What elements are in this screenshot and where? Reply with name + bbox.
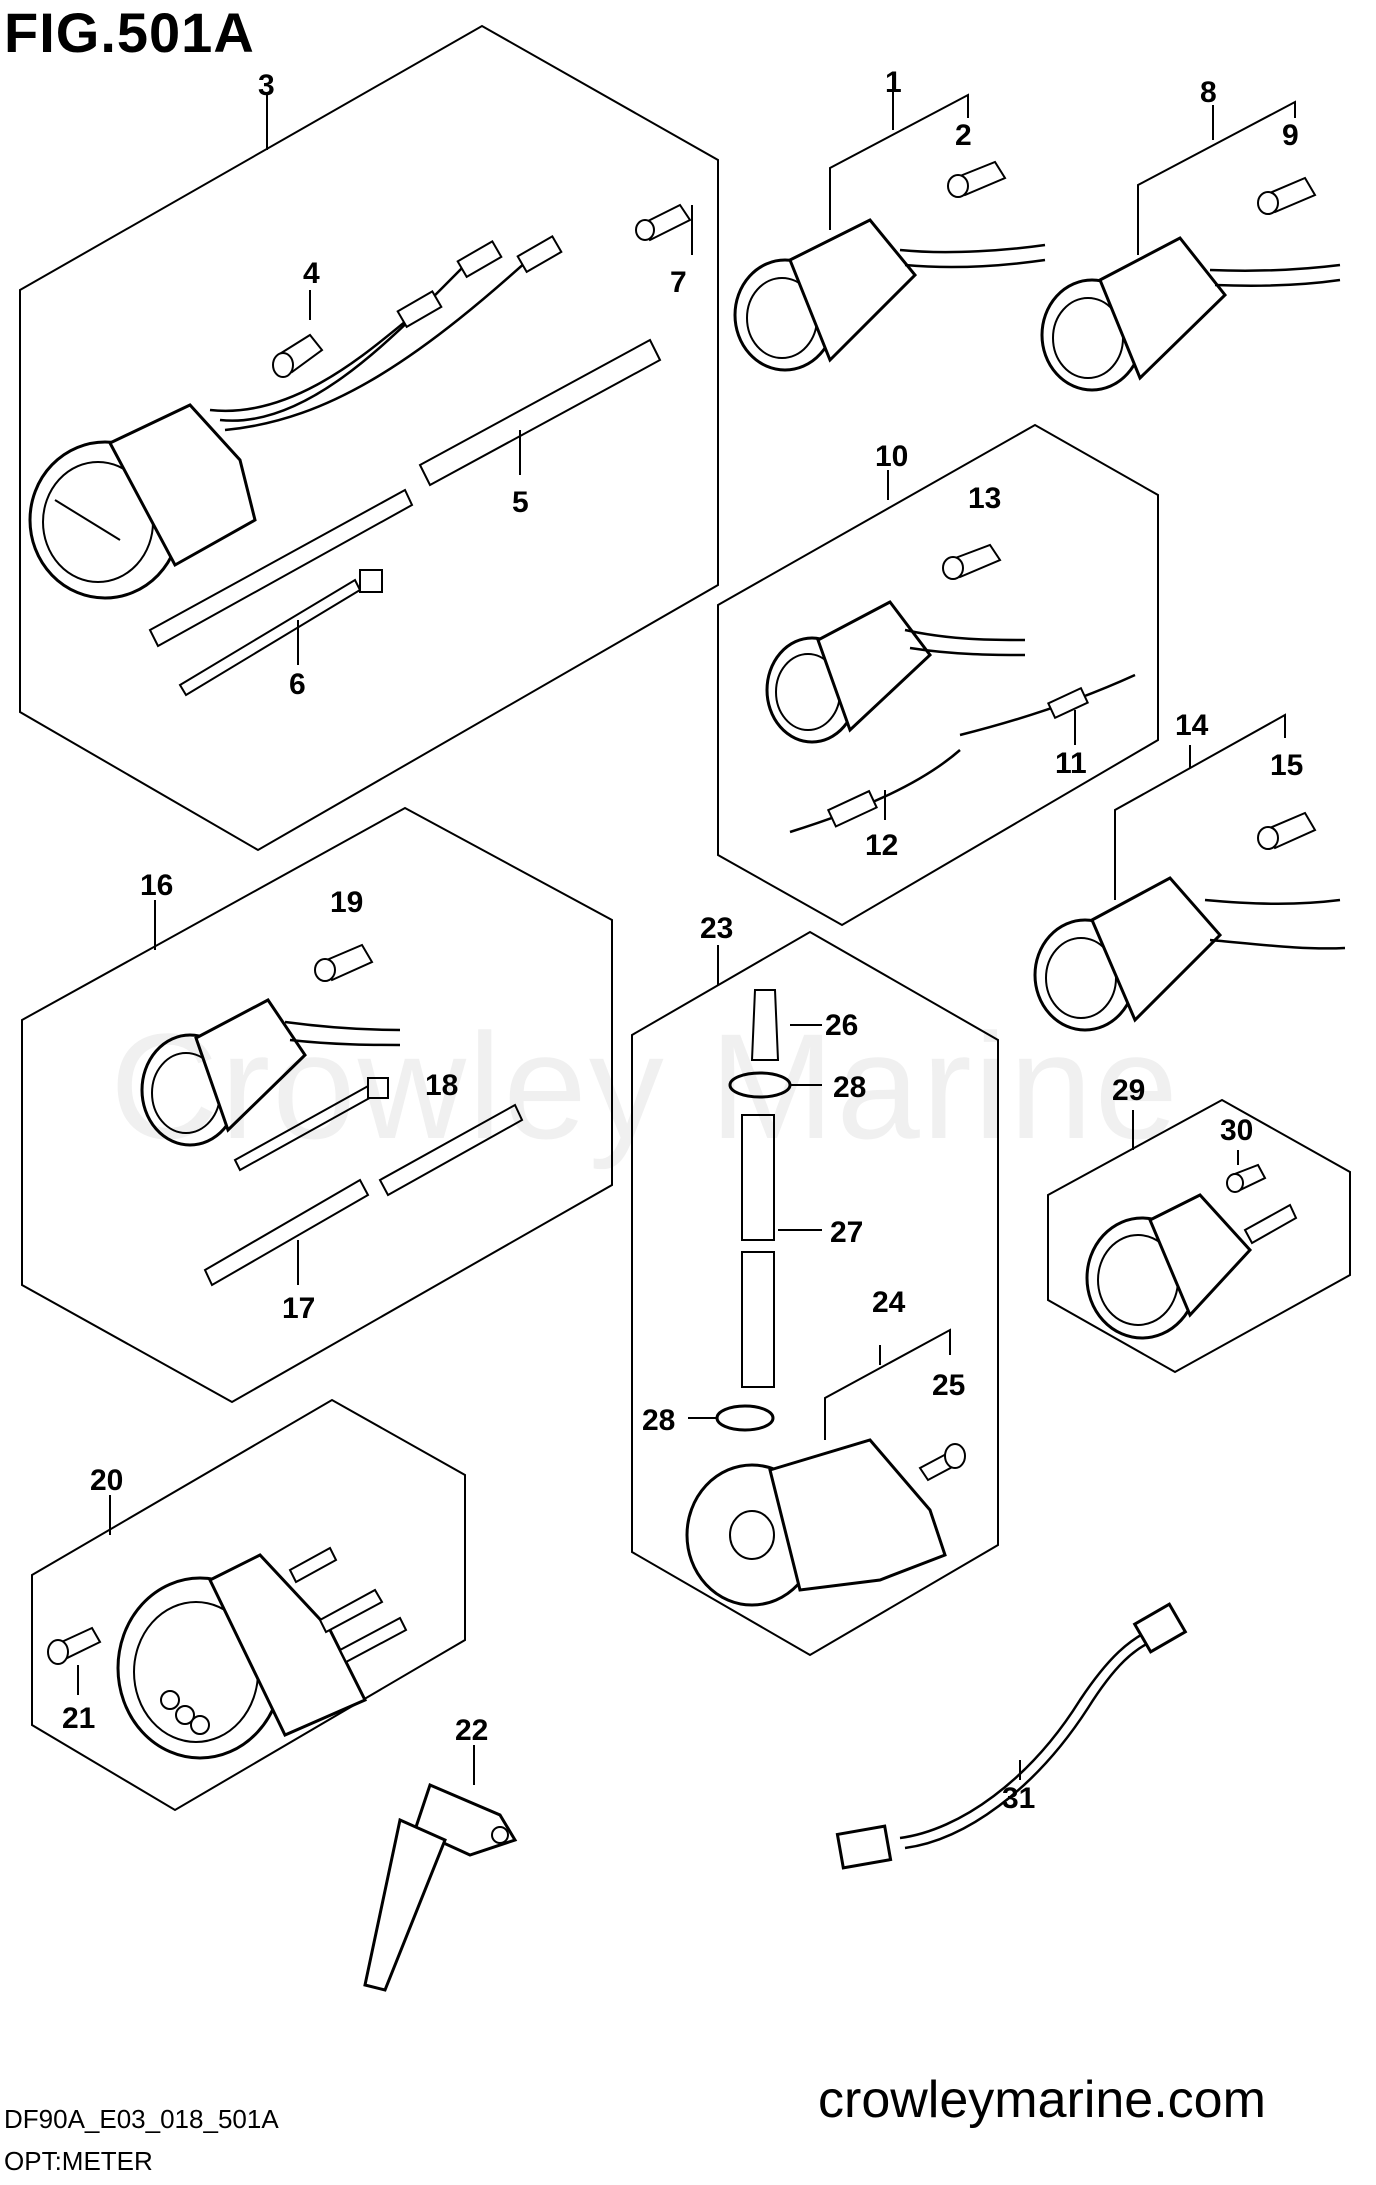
- lead-wire-12: [789, 749, 961, 834]
- callout-17: 17: [282, 1292, 315, 1325]
- group-10-box: [717, 423, 1159, 927]
- diagram-code: DF90A_E03_018_501A: [4, 2104, 279, 2134]
- hose-clamp-28b: [688, 1404, 775, 1432]
- callout-19: 19: [330, 886, 363, 919]
- callout-20: 20: [90, 1464, 123, 1497]
- hose-27: [741, 1114, 822, 1388]
- website-url: crowleymarine.com: [818, 2071, 1266, 2129]
- callout-12: 12: [865, 829, 898, 862]
- gauge-10: [765, 600, 1026, 744]
- callout-24: 24: [872, 1286, 906, 1319]
- callout-3: 3: [258, 69, 275, 102]
- callout-25: 25: [932, 1369, 965, 1402]
- callout-18: 18: [425, 1069, 458, 1102]
- gauge-29: [1085, 1193, 1298, 1340]
- gauge-1: [733, 92, 1046, 372]
- callout-16: 16: [140, 869, 173, 902]
- hose-clamp-28a: [728, 1071, 822, 1099]
- callout-14: 14: [1175, 709, 1209, 742]
- callout-6: 6: [289, 668, 306, 701]
- group-20-box: [31, 1398, 466, 1812]
- callout-8: 8: [1200, 76, 1217, 109]
- wire-harness-31: [835, 1602, 1188, 1870]
- bulb-2: [947, 160, 1007, 198]
- group-29-box: [1047, 1098, 1351, 1374]
- callout-31: 31: [1002, 1782, 1035, 1815]
- diagram-subtitle: OPT:METER: [4, 2146, 153, 2176]
- bulb-15: [1257, 811, 1317, 850]
- tube-5: [418, 338, 662, 487]
- callout-1: 1: [885, 66, 902, 99]
- callout-28a: 28: [833, 1071, 866, 1104]
- tachometer-gauge-3: [28, 234, 563, 600]
- callout-2: 2: [955, 119, 972, 152]
- tube-5b: [148, 488, 414, 648]
- pitot-sensor-24: [685, 1328, 951, 1607]
- callout-21: 21: [62, 1702, 95, 1735]
- callout-11: 11: [1055, 747, 1087, 780]
- group-23-box: [631, 930, 999, 1657]
- callout-30: 30: [1220, 1114, 1253, 1147]
- bulb-4: [272, 290, 324, 378]
- bulb-13: [942, 543, 1002, 580]
- callout-28b: 28: [642, 1404, 675, 1437]
- group-16-box: [21, 806, 613, 1404]
- callout-23: 23: [700, 912, 733, 945]
- figure-title: FIG.501A: [4, 1, 255, 64]
- nozzle-26: [750, 989, 822, 1061]
- callout-27: 27: [830, 1216, 863, 1249]
- bulb-socket-7: [635, 203, 693, 255]
- gauge-14: [1033, 713, 1346, 1032]
- callout-4: 4: [303, 257, 320, 290]
- callout-9: 9: [1282, 119, 1299, 152]
- callout-22: 22: [455, 1714, 488, 1747]
- callout-5: 5: [512, 486, 529, 519]
- callout-7: 7: [670, 266, 687, 299]
- callout-15: 15: [1270, 749, 1303, 782]
- bulb-30: [1226, 1150, 1267, 1193]
- cable-tie-18: [233, 1077, 389, 1172]
- callout-10: 10: [875, 440, 908, 473]
- gauge-20: [116, 1546, 408, 1760]
- screw-25: [918, 1443, 966, 1482]
- gauge-8: [1040, 100, 1341, 392]
- group-3-box: [19, 24, 719, 852]
- bulb-9: [1257, 176, 1317, 215]
- callout-29: 29: [1112, 1074, 1145, 1107]
- callout-13: 13: [968, 482, 1001, 515]
- gauge-16: [140, 998, 401, 1147]
- bulb-21: [47, 1626, 102, 1695]
- sensor-22: [363, 1745, 518, 1992]
- tube-17: [203, 1103, 524, 1287]
- bulb-19: [314, 943, 374, 982]
- callout-26: 26: [825, 1009, 858, 1042]
- cable-tie-6: [178, 569, 383, 697]
- lead-wire-11: [959, 673, 1136, 745]
